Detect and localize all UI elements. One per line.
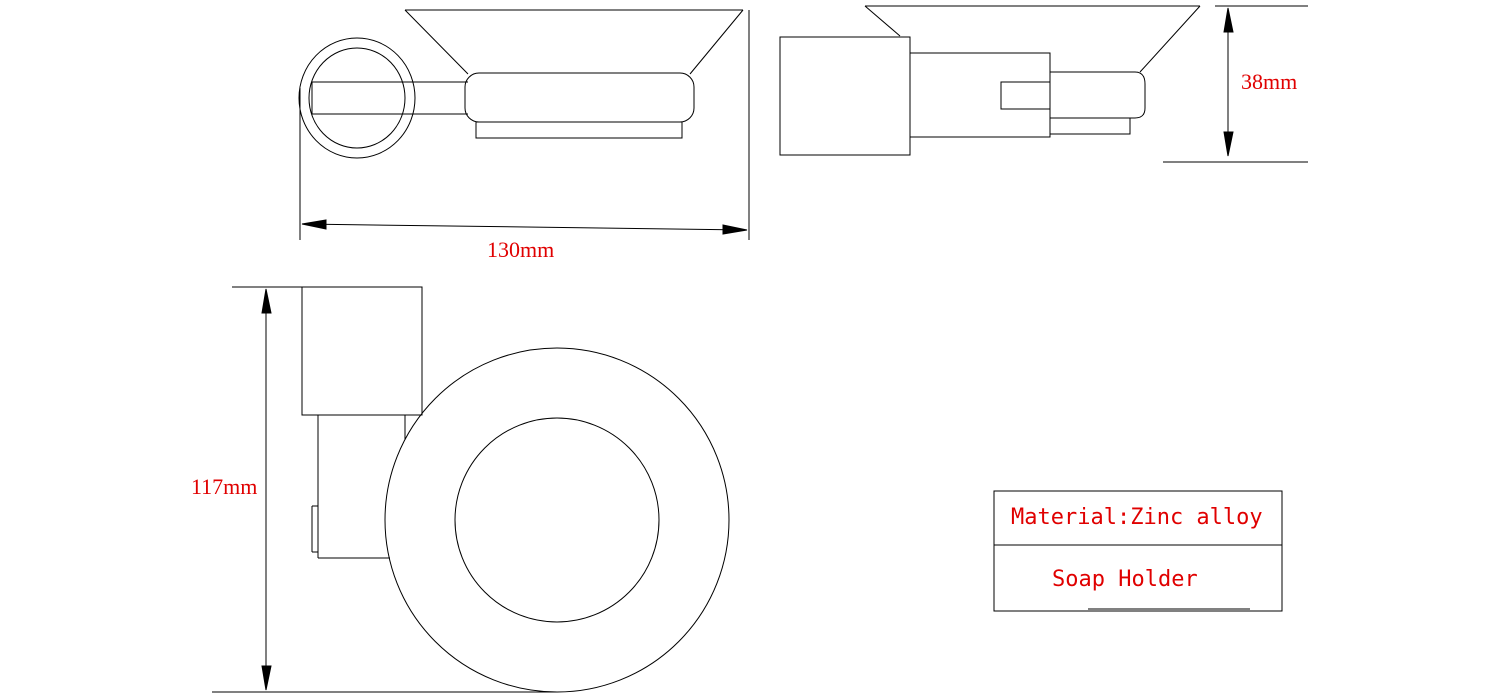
side-arm-connector [910,53,1050,137]
title-block: Material:Zinc alloy Soap Holder [994,491,1282,611]
top-dish-outer-circle [385,348,729,692]
top-wall-block [302,287,422,415]
side-dish-left-slope [865,6,900,36]
side-dish-pad [1050,72,1145,118]
top-view: 117mm [191,287,729,692]
front-view: 130mm [298,10,749,262]
product-name-label: Soap Holder [1052,567,1198,592]
height-dimension [1224,8,1233,156]
front-dish-foot [476,122,682,138]
side-dish-right-slope [1140,6,1200,72]
material-label: Material:Zinc alloy [1011,505,1263,530]
top-dish-inner-circle [455,418,659,622]
front-dish-base [465,73,694,122]
side-dish-foot [1050,118,1130,134]
depth-dimension [262,289,271,690]
title-block-frame [994,491,1282,611]
side-wall-block [780,37,910,155]
front-dish-right-slope [690,10,743,74]
front-wall-mount-inner [308,47,406,149]
height-dimension-label: 38mm [1241,69,1297,94]
side-view: 38mm [780,6,1308,162]
front-wall-mount-outer [298,37,416,159]
width-dimension-label: 130mm [487,237,554,262]
depth-dimension-label: 117mm [191,474,257,499]
side-arm-tab [1001,82,1050,109]
front-dish-left-slope [405,10,468,74]
width-dimension [302,220,747,234]
